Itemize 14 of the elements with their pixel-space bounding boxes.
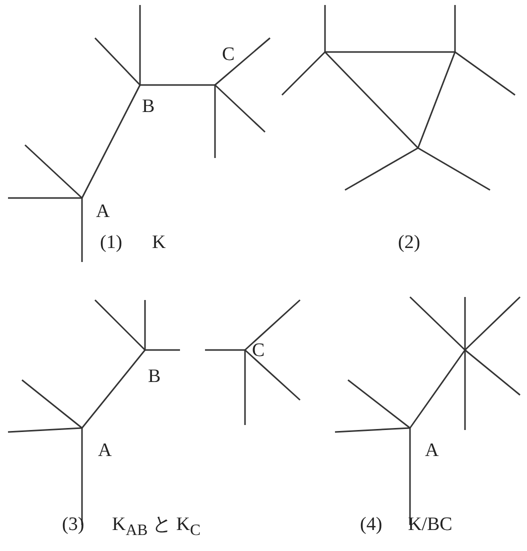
vertex-label: A	[96, 201, 110, 223]
figure-number: (3)	[62, 514, 84, 536]
figure-number: (4)	[360, 514, 382, 536]
figure-number: (2)	[398, 232, 420, 254]
vertex-label: B	[148, 366, 161, 388]
figure-caption: K	[152, 232, 166, 254]
vertex-label: C	[222, 44, 235, 66]
vertex-label: A	[425, 440, 439, 462]
vertex-label: A	[98, 440, 112, 462]
vertex-label: B	[142, 96, 155, 118]
figure-number: (1)	[100, 232, 122, 254]
vertex-label: C	[252, 340, 265, 362]
figure-caption: K/BC	[408, 514, 452, 536]
figure-caption: K$_{AB}$ と K$_{C}$	[112, 514, 201, 541]
